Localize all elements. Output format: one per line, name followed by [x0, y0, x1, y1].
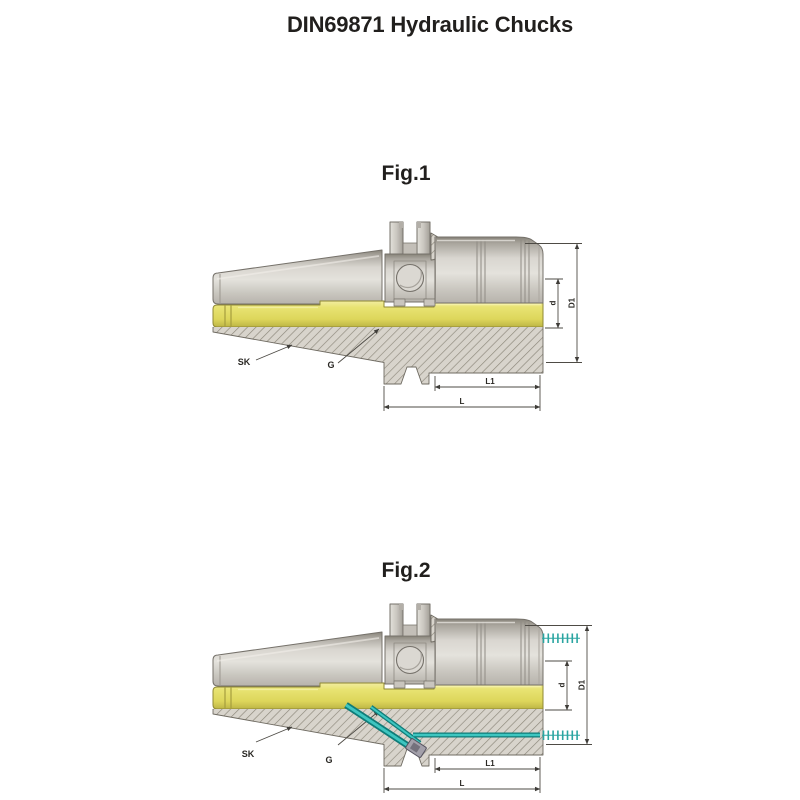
fig1-caption: Fig.1 — [381, 162, 431, 185]
dim-d-label: d — [549, 300, 558, 305]
dim-d1-label: D1 — [578, 679, 587, 690]
callout-g-label: G — [325, 755, 332, 765]
coolant-thread-marks — [542, 633, 580, 740]
junction-fitting — [405, 738, 427, 758]
dim-d1-label: D1 — [568, 297, 577, 308]
page-title: DIN69871 Hydraulic Chucks — [286, 12, 574, 37]
coolant-channels — [344, 633, 580, 758]
dim-l-label: L — [460, 397, 465, 406]
dim-l1-label: L1 — [485, 759, 495, 768]
dim-d-label: d — [558, 682, 567, 687]
callout-sk-label: SK — [238, 357, 251, 367]
dim-l1-label: L1 — [485, 377, 495, 386]
radial-dimension-lines — [525, 243, 582, 363]
callout-sk-label: SK — [242, 749, 255, 759]
fig2-drawing: SK G L1 L d D1 — [180, 581, 592, 796]
fig2-caption: Fig.2 — [381, 559, 431, 582]
radial-dimension-lines — [525, 625, 592, 745]
fig1-drawing: SK G L1 L d D1 — [180, 199, 582, 414]
callout-g-label: G — [327, 360, 334, 370]
dim-l-label: L — [460, 779, 465, 788]
